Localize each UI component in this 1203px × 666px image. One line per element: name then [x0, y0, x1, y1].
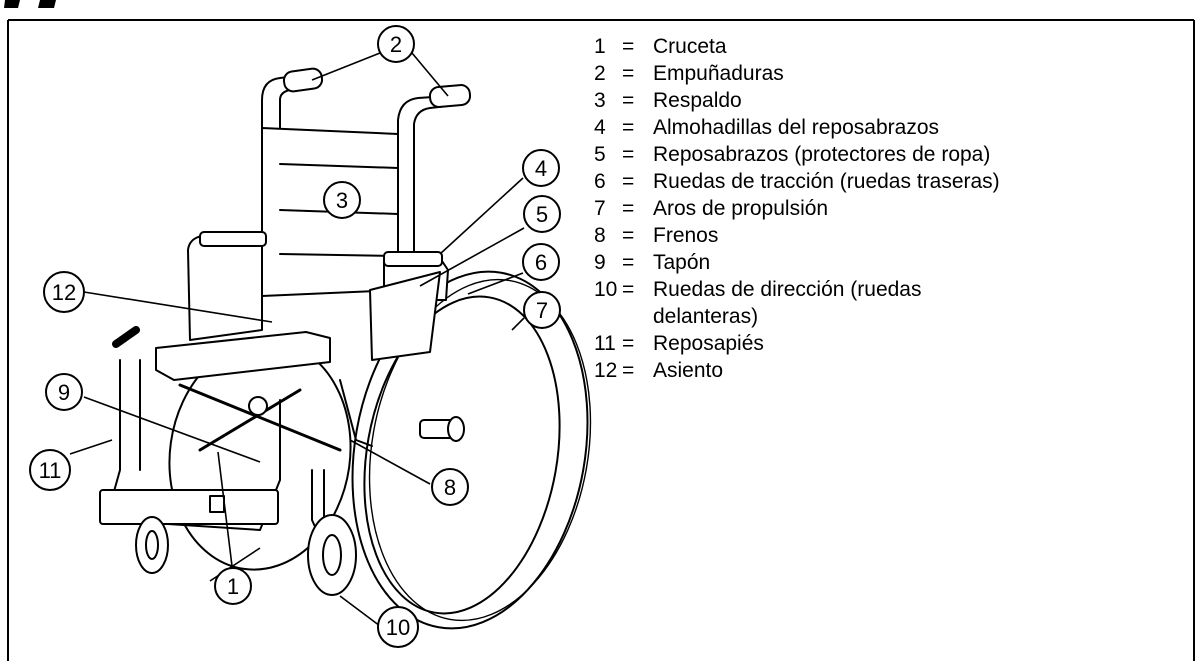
legend-item: 11=Reposapiés [594, 332, 764, 355]
wheelchair-illustration [99, 67, 592, 630]
svg-text:2: 2 [390, 32, 402, 57]
svg-text:1: 1 [227, 574, 239, 599]
heading-fragment [4, 0, 56, 8]
callout-7: 7 [523, 291, 561, 329]
callout-6: 6 [522, 243, 560, 281]
callout-3: 3 [323, 181, 361, 219]
legend-item: 9=Tapón [594, 251, 711, 274]
leader-lines [69, 52, 525, 627]
svg-text:7: 7 [536, 298, 548, 323]
parts-legend: 1=Cruceta 2=Empuñaduras 3=Respaldo 4=Alm… [594, 33, 1000, 384]
svg-text:6: 6 [535, 250, 547, 275]
callout-4: 4 [522, 149, 560, 187]
callout-8: 8 [431, 468, 469, 506]
callout-1: 1 [214, 567, 252, 605]
legend-item: 6=Ruedas de tracción (ruedas traseras) [594, 170, 1000, 193]
figure-frame [7, 19, 1195, 661]
svg-text:11: 11 [39, 458, 62, 483]
legend-item: 3=Respaldo [594, 89, 742, 112]
svg-text:8: 8 [444, 475, 456, 500]
svg-text:12: 12 [52, 280, 76, 305]
legend-item: 4=Almohadillas del reposabrazos [594, 116, 939, 139]
legend-item: 2=Empuñaduras [594, 62, 784, 85]
callout-10: 10 [377, 606, 419, 648]
callout-9: 9 [45, 373, 83, 411]
svg-text:5: 5 [536, 202, 548, 227]
callout-5: 5 [523, 195, 561, 233]
legend-item: 1=Cruceta [594, 35, 727, 58]
legend-item: 8=Frenos [594, 224, 719, 247]
legend-item: 5=Reposabrazos (protectores de ropa) [594, 143, 991, 166]
legend-item: 7=Aros de propulsión [594, 197, 829, 220]
callout-12: 12 [43, 271, 85, 313]
callout-2: 2 [377, 25, 415, 63]
callout-markers: 2 3 4 5 6 7 12 9 11 8 1 10 [29, 25, 561, 648]
svg-text:4: 4 [535, 156, 547, 181]
svg-text:9: 9 [58, 380, 70, 405]
legend-item: 12=Asiento [594, 359, 724, 382]
callout-11: 11 [29, 449, 71, 491]
svg-text:10: 10 [386, 615, 410, 640]
svg-text:3: 3 [336, 188, 348, 213]
